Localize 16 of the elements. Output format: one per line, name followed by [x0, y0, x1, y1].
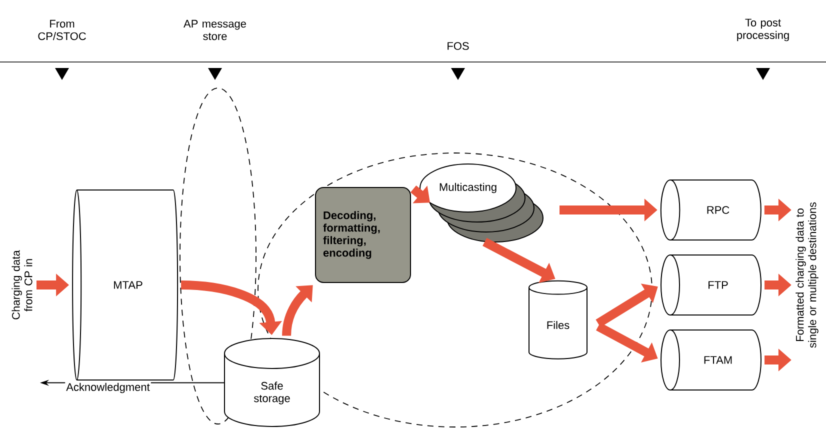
rotated-text: Charging data from CP in — [12, 250, 32, 320]
cylinder: FTP — [660, 254, 762, 316]
stage-label: FOS — [448, 42, 469, 50]
cylinder: FTAM — [660, 330, 762, 390]
stage-label: To post processing — [737, 18, 789, 42]
cylinder: Files — [528, 280, 588, 360]
cylinder: Safe storage — [224, 338, 320, 427]
stacked-ellipses: Multicasting — [420, 164, 544, 242]
edge-label: Acknowledgment — [65, 382, 151, 394]
process-box: Decoding, formatting, filtering, encoding — [315, 187, 411, 283]
stage-label: From CP/STOC — [38, 20, 86, 40]
stage-label: AP message store — [184, 20, 246, 40]
rotated-text: Formatted charging data to single or multiple destinations — [796, 202, 818, 348]
cylinder: RPC — [660, 180, 762, 240]
arrow — [282, 285, 313, 336]
arrow — [410, 185, 430, 204]
